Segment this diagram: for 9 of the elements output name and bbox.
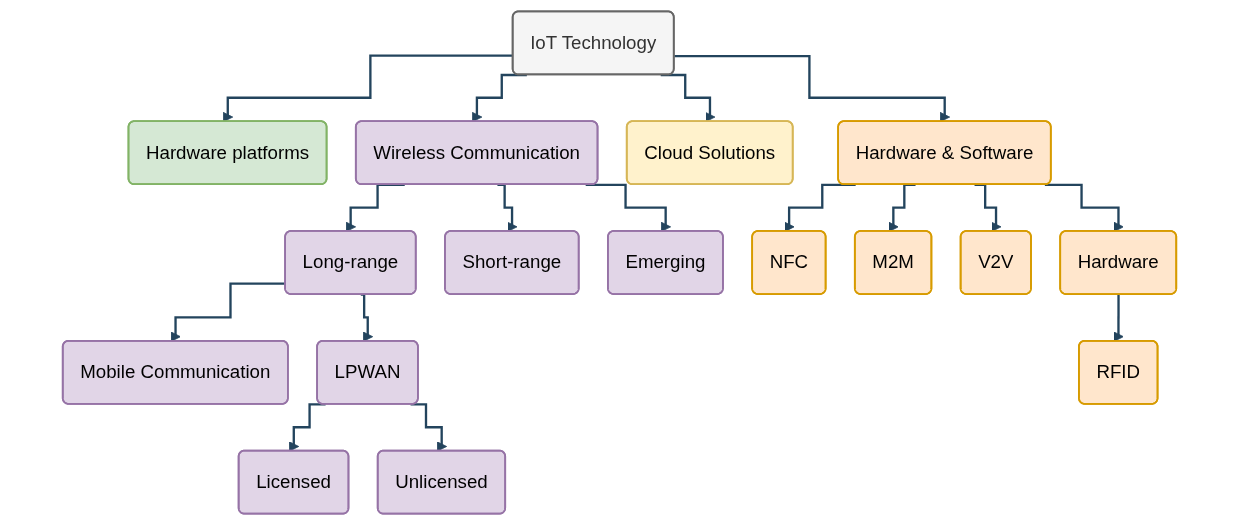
- arrow: [1113, 293, 1124, 342]
- arrow: [472, 73, 527, 123]
- arrow: [288, 403, 326, 452]
- arrow: [1044, 183, 1124, 232]
- arrow: [360, 293, 374, 342]
- arrow: [170, 282, 286, 342]
- arrow: [660, 73, 716, 123]
- arrow: [674, 54, 951, 123]
- arrow: [410, 403, 448, 452]
